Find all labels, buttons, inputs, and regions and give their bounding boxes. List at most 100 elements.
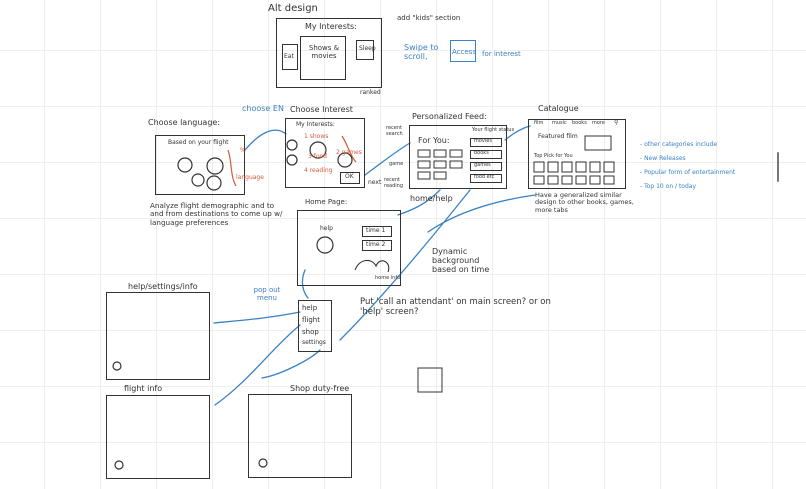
language-option-percent: %	[240, 147, 246, 154]
feed-side-label-2: game	[389, 161, 404, 167]
cloud-sketch	[354, 259, 390, 273]
alt-center-tile[interactable]	[300, 36, 346, 80]
feed-tile-7	[417, 171, 431, 180]
feed-tile-3	[449, 149, 463, 158]
popout-item-help[interactable]: help	[302, 304, 318, 312]
red-mark-lang	[227, 149, 237, 187]
catalogue-tile-3	[561, 161, 573, 173]
arrow-feed-to-home	[397, 189, 441, 216]
catalogue-tile-4	[575, 161, 587, 173]
language-option-language: language	[236, 174, 264, 181]
home-title: Home Page:	[305, 198, 348, 206]
alt-left-tile-label: Eat	[284, 53, 294, 60]
alt-left-tile[interactable]	[282, 44, 298, 70]
feed-tab-1[interactable]	[470, 138, 502, 147]
home-bottom-info: home info	[375, 275, 401, 281]
flight-info-panel-title: flight info	[124, 384, 163, 393]
empty-sketch-square	[417, 367, 443, 393]
feed-tab-3[interactable]	[470, 162, 502, 171]
note-swipe: Swipe to scroll,	[404, 43, 439, 62]
access-box	[450, 40, 476, 62]
popout-menu	[298, 300, 332, 352]
interest-item-1[interactable]: 1 shows	[304, 133, 329, 140]
arrow-popout-to-flight-panel	[214, 324, 301, 406]
language-screen	[155, 135, 245, 195]
feed-tile-2	[433, 149, 447, 158]
catalogue-tile-2	[547, 161, 559, 173]
feed-for-you: For You:	[418, 136, 450, 145]
scrollbar-thumb[interactable]	[777, 152, 779, 182]
catalogue-nav-2[interactable]: music	[552, 120, 567, 126]
popout-item-flight[interactable]: flight	[302, 316, 320, 324]
feed-side-header: Your flight status	[472, 127, 515, 133]
home-time-2-box	[362, 240, 392, 251]
catalogue-featured-label: Featured film	[538, 133, 578, 140]
interests-screen-title: My Interests:	[296, 121, 335, 128]
feed-tab-1-label: movies	[474, 138, 492, 144]
catalogue-tile-9	[561, 175, 573, 185]
feed-tab-3-label: games	[474, 162, 491, 168]
catalogue-nav-3[interactable]: books	[572, 120, 587, 126]
alt-right-tile-label: Sleep	[359, 45, 376, 52]
arrow-home-to-popout	[301, 269, 309, 299]
feed-tab-2-label: books	[474, 150, 489, 156]
catalogue-bullet-3: - Popular form of entertainment	[640, 169, 736, 176]
note-add-kids: add "kids" section	[397, 14, 461, 22]
catalogue-title: Catalogue	[538, 104, 579, 113]
catalogue-nav-4[interactable]: more	[592, 120, 605, 126]
arrow-popout-to-help-panel	[213, 311, 301, 324]
feed-tile-8	[433, 171, 447, 180]
alt-center-tile-label: Shows & movies	[308, 44, 340, 61]
catalogue-tile-11	[589, 175, 601, 185]
interest-item-2[interactable]: 2 games	[336, 149, 362, 156]
catalogue-search-icon[interactable]: ⚲	[614, 119, 619, 126]
flight-info-panel	[106, 395, 210, 479]
interest-item-3[interactable]: 3 food	[308, 153, 327, 160]
language-circle-3	[191, 173, 205, 187]
feed-home-help: home/help	[410, 194, 453, 203]
shop-panel-title: Shop duty-free	[290, 384, 350, 393]
feed-tab-2[interactable]	[470, 150, 502, 159]
help-panel-circle	[112, 361, 122, 371]
home-screen	[297, 210, 401, 286]
home-time-1: time 1	[366, 227, 386, 234]
catalogue-tile-5	[589, 161, 601, 173]
catalogue-nav-1[interactable]: film	[534, 120, 544, 126]
feed-tile-6	[449, 160, 463, 169]
feed-tile-1	[417, 149, 431, 158]
interest-item-4[interactable]: 4 reading	[304, 167, 333, 174]
language-circle-2	[206, 157, 224, 175]
shop-panel-circle	[258, 458, 268, 468]
catalogue-row-label: Top Pick for You	[534, 153, 573, 159]
feed-tile-5	[433, 160, 447, 169]
feed-tile-4	[417, 160, 431, 169]
catalogue-note: Have a generalized similar design to oth…	[535, 191, 634, 214]
help-settings-panel	[106, 292, 210, 380]
arrow-language-to-interests	[244, 129, 287, 151]
language-title: Choose language:	[148, 118, 221, 127]
catalogue-tile-10	[575, 175, 587, 185]
choose-en-label: choose EN	[242, 104, 284, 113]
ranked-label: ranked	[360, 89, 381, 96]
alt-right-tile[interactable]	[356, 40, 374, 60]
popout-label: pop out menu	[253, 286, 281, 303]
interests-next-arrow[interactable]: next	[368, 179, 382, 186]
interest-circle-1	[286, 139, 298, 151]
home-help-label[interactable]: help	[320, 225, 333, 232]
interests-ok-button[interactable]	[340, 172, 360, 184]
arrow-feed-to-popout	[339, 189, 471, 341]
catalogue-tile-12	[603, 175, 615, 185]
catalogue-tile-7	[533, 175, 545, 185]
feed-title: Personalized Feed:	[412, 112, 487, 121]
interests-screen	[285, 118, 365, 188]
interest-circle-2	[286, 154, 298, 166]
popout-item-settings[interactable]: settings	[302, 339, 326, 346]
help-settings-panel-title: help/settings/info	[128, 282, 198, 291]
alt-design-screen	[276, 18, 382, 88]
popout-item-shop[interactable]: shop	[302, 328, 319, 336]
feed-side-label-3: recent reading	[384, 177, 403, 189]
feed-tab-4[interactable]	[470, 174, 502, 183]
arrow-interests-to-feed	[364, 142, 411, 176]
alt-design-screen-title: My Interests:	[305, 22, 357, 31]
